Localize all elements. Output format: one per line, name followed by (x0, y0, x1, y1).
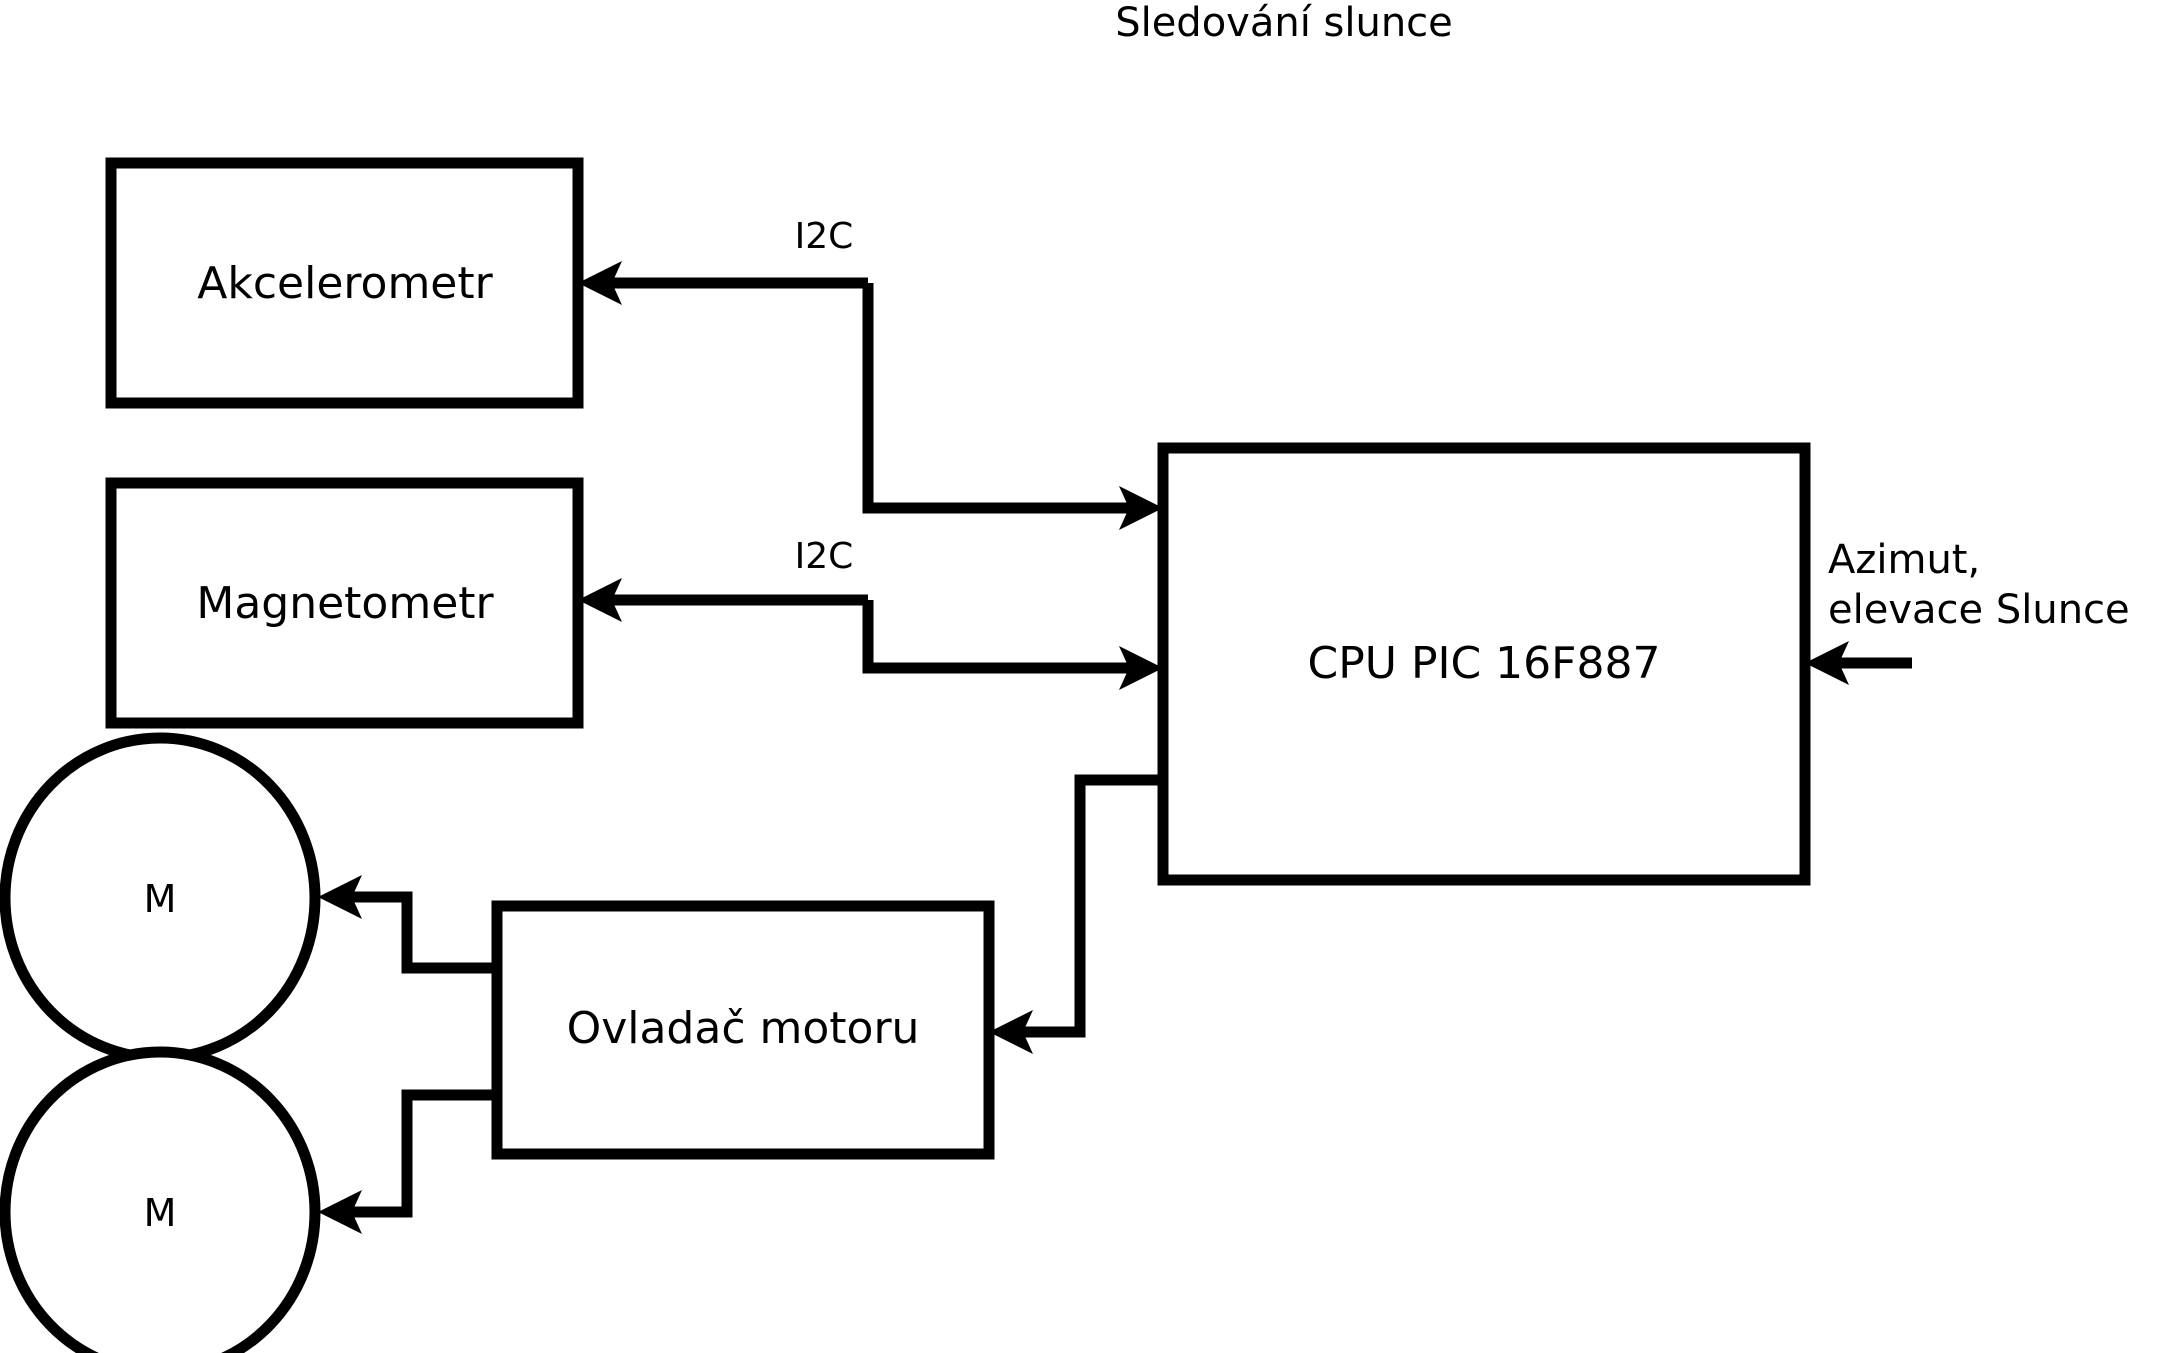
edge-motor-driver-to-motor-bottom (318, 1089, 497, 1234)
edge-sun-input-to-cpu (1805, 641, 1912, 685)
annotation-sun-input-line2: elevace Slunce (1828, 587, 2130, 633)
edge-label-i2c-accelerometer: I2C (795, 216, 854, 257)
annotation-sun-input: Azimut, elevace Slunce (1828, 537, 2130, 633)
edge-label-i2c-magnetometer: I2C (795, 536, 854, 577)
arrowhead-to-cpu-from-sun (1805, 641, 1849, 685)
motor-bottom-circle[interactable] (0, 1046, 321, 1353)
arrowhead-to-cpu-from-accelerometer (1119, 486, 1163, 530)
node-motor-top[interactable]: M (0, 732, 321, 1064)
edge-cpu-to-accelerometer (578, 261, 868, 305)
arrowhead-to-magnetometer (578, 578, 622, 622)
edge-motor-driver-to-motor-top (318, 875, 497, 974)
node-motor-bottom[interactable]: M (0, 1046, 321, 1353)
motor-driver-label: Ovladač motoru (567, 1003, 920, 1054)
page-title: Sledování slunce (1115, 0, 1453, 46)
edge-motor-driver-motor-bottom-line (340, 1089, 497, 1218)
arrowhead-to-motor-driver (989, 1010, 1033, 1054)
motor-driver-box[interactable] (491, 900, 995, 1160)
magnetometer-box[interactable] (105, 477, 584, 729)
accelerometer-label: Akcelerometr (197, 258, 493, 309)
edge-magnetometer-cpu-line (862, 600, 1141, 674)
arrowhead-to-accelerometer (578, 261, 622, 305)
node-cpu[interactable]: CPU PIC 16F887 (1157, 442, 1811, 886)
edge-accelerometer-cpu-line (862, 283, 1141, 514)
accelerometer-box[interactable] (105, 157, 584, 409)
edge-cpu-motor-driver-line (1011, 774, 1163, 1038)
node-accelerometer[interactable]: Akcelerometr (105, 157, 584, 409)
cpu-label: CPU PIC 16F887 (1308, 638, 1661, 689)
edge-magnetometer-to-cpu (862, 600, 1163, 690)
magnetometer-label: Magnetometr (196, 578, 494, 629)
arrowhead-to-motor-bottom (318, 1190, 362, 1234)
node-motor-driver[interactable]: Ovladač motoru (491, 900, 995, 1160)
arrowhead-to-motor-top (318, 875, 362, 919)
edge-cpu-to-magnetometer (578, 578, 868, 622)
cpu-box[interactable] (1157, 442, 1811, 886)
node-magnetometer[interactable]: Magnetometr (105, 477, 584, 729)
edge-motor-driver-motor-top-line (340, 891, 497, 974)
annotation-sun-input-line1: Azimut, (1828, 537, 1980, 583)
motor-top-label: M (144, 877, 177, 921)
motor-bottom-label: M (144, 1191, 177, 1235)
edge-accelerometer-to-cpu (862, 283, 1163, 530)
arrowhead-to-cpu-from-magnetometer (1119, 646, 1163, 690)
edge-cpu-to-motor-driver (989, 774, 1163, 1054)
